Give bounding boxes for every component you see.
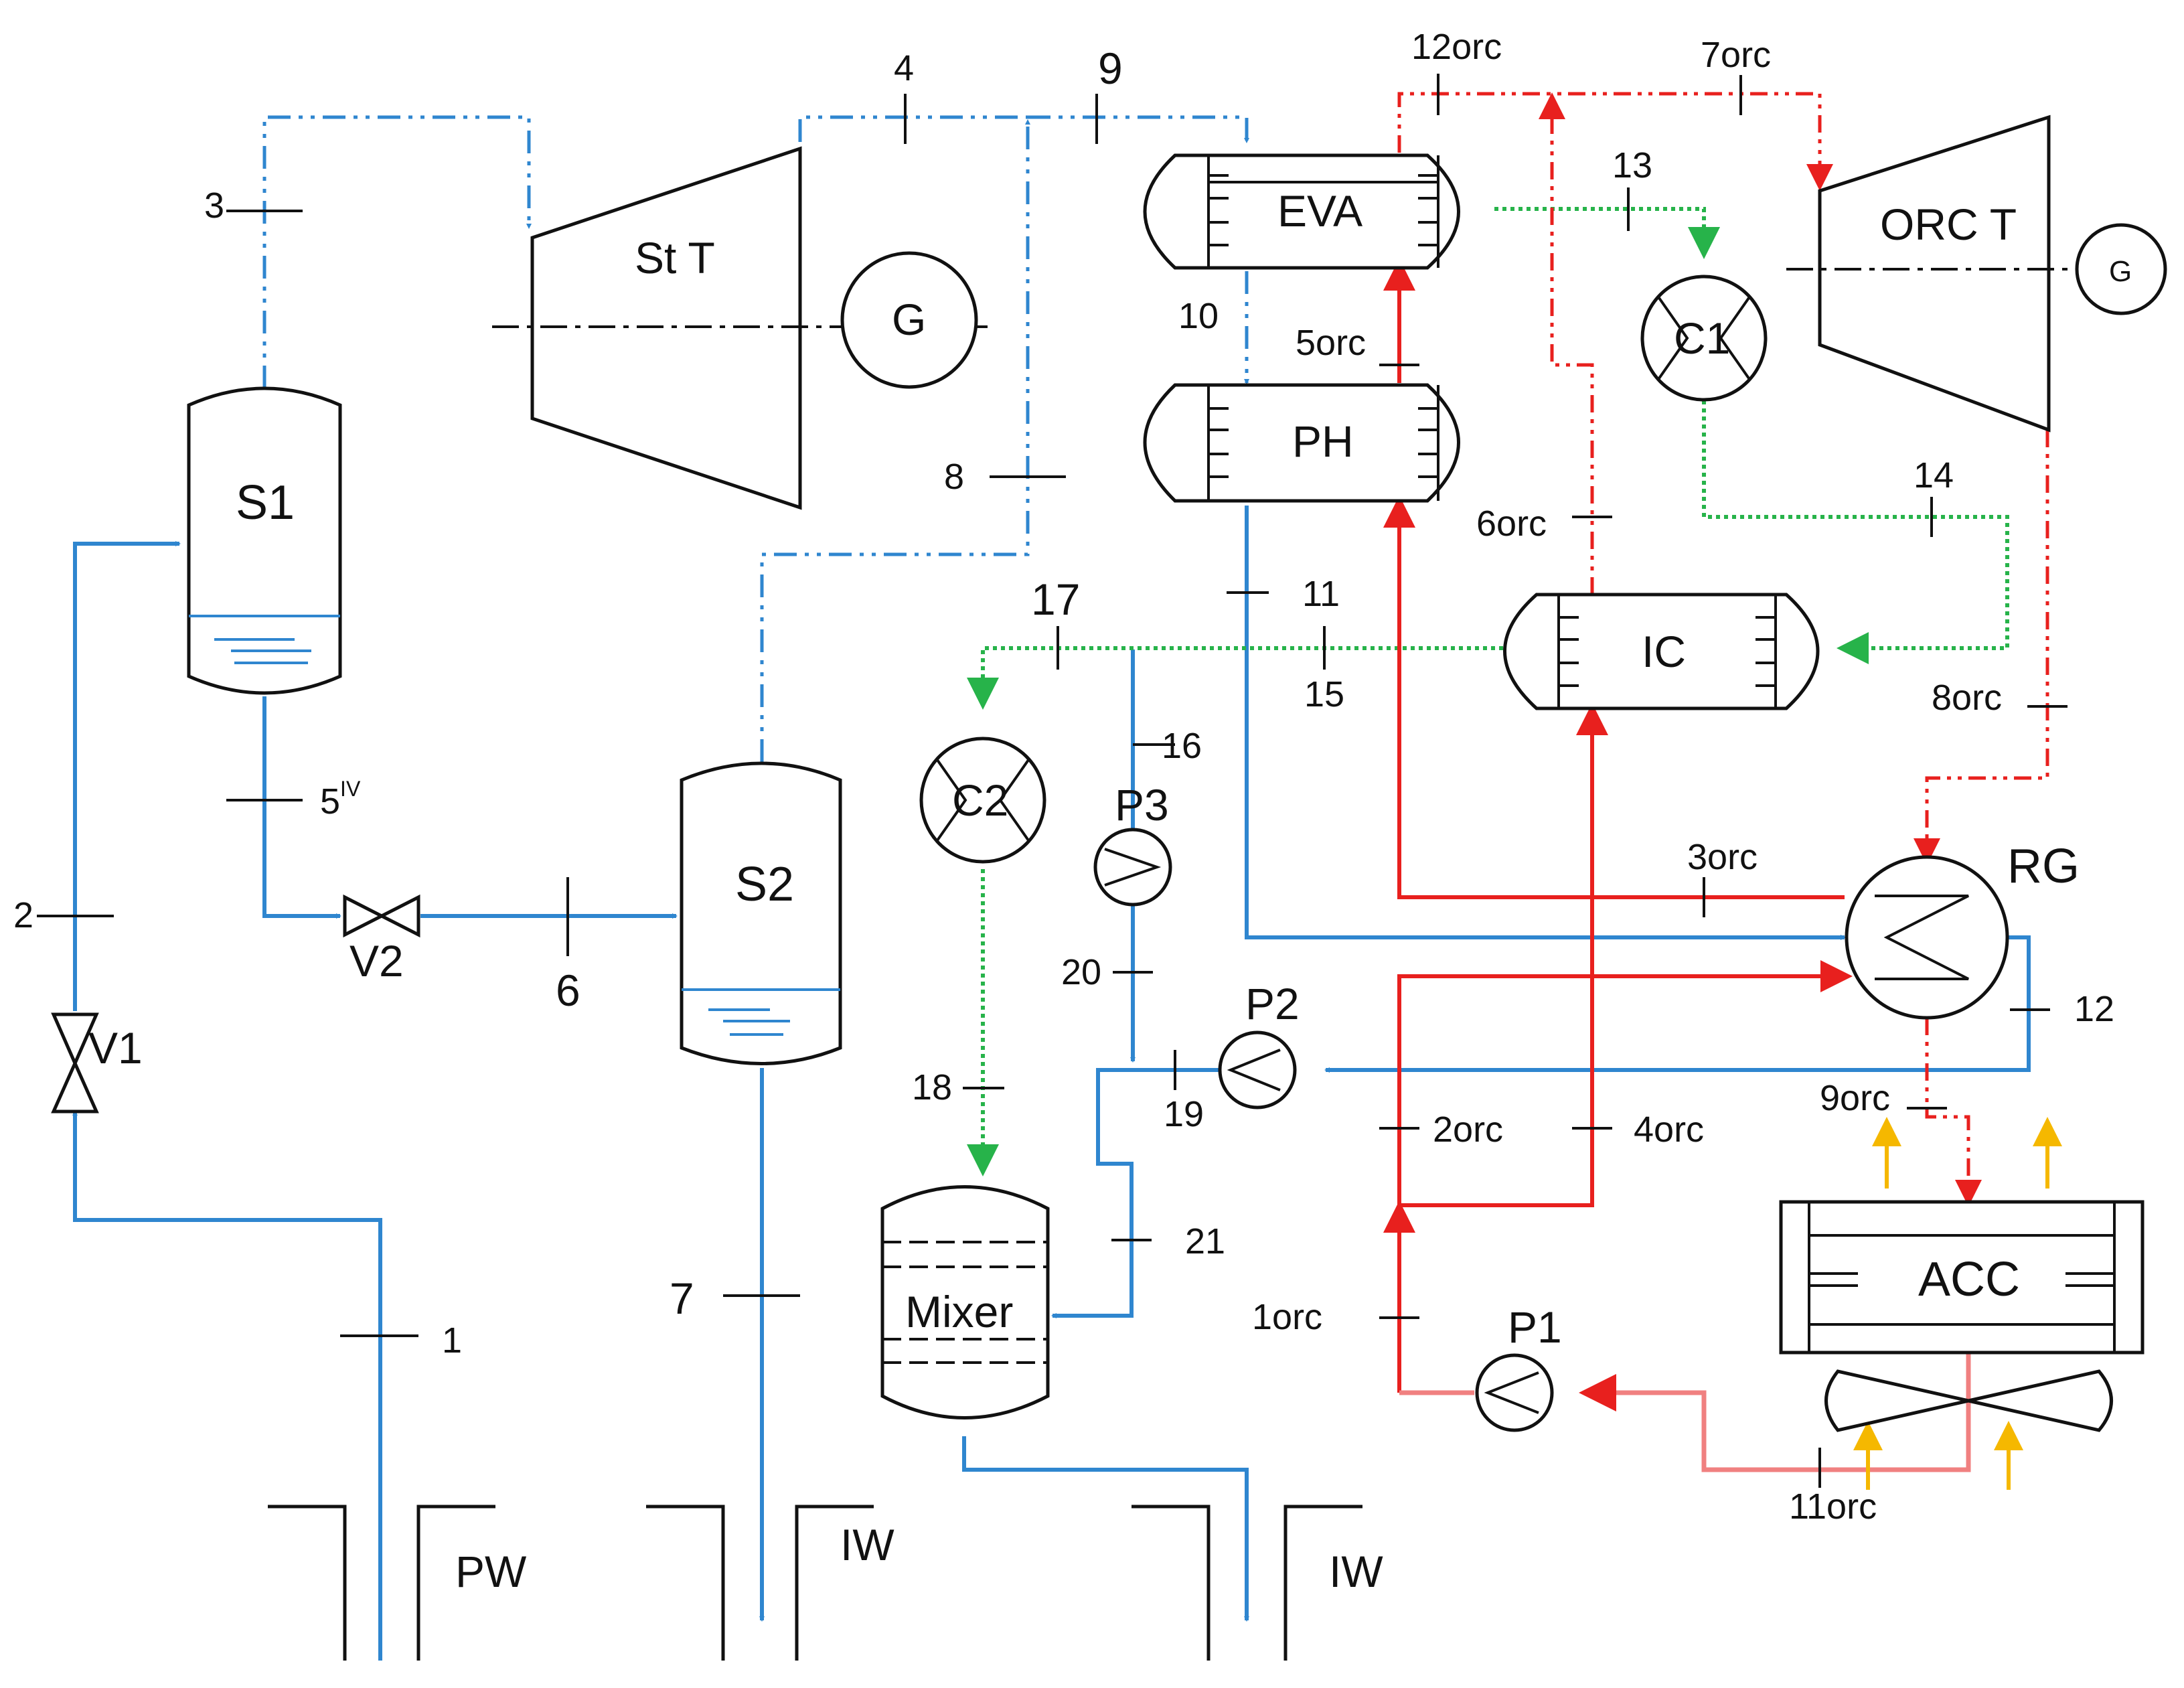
g1-label: G [892, 295, 926, 344]
acc-label: ACC [1918, 1253, 2020, 1306]
stream-12-label: 12 [2074, 989, 2114, 1029]
valve-v2[interactable]: V2 [343, 894, 420, 986]
water-lines [72, 506, 2031, 1661]
orc-turbine[interactable]: ORC T [1818, 114, 2051, 433]
stream-2-label: 2 [13, 895, 33, 935]
iw1-label: IW [840, 1520, 894, 1569]
st-turbine-label: St T [635, 233, 715, 283]
stream-8orc-label: 8orc [1932, 678, 2002, 718]
stream-7-label: 7 [670, 1274, 694, 1323]
preheater-ph[interactable]: PH [1143, 383, 1460, 503]
stream-15-label: 15 [1304, 674, 1344, 714]
iw2-label: IW [1329, 1547, 1383, 1596]
stream-5-label: 5IV [320, 777, 361, 822]
stream-8-label: 8 [944, 457, 964, 497]
p3-label: P3 [1115, 780, 1169, 830]
stream-18-label: 18 [912, 1067, 952, 1107]
acc-fan-icon [1824, 1369, 2113, 1432]
c1-label: C1 [1674, 313, 1730, 363]
mixer-label: Mixer [905, 1287, 1013, 1336]
stream-19-label: 19 [1164, 1094, 1204, 1134]
stream-ticks [37, 74, 2068, 1488]
eva-label: EVA [1277, 186, 1362, 236]
regenerator-rg[interactable]: RG [1845, 840, 2080, 1020]
steam-lines [262, 115, 1249, 762]
g2-label: G [2109, 255, 2132, 288]
evaporator-eva[interactable]: EVA [1143, 153, 1460, 270]
separator-s1[interactable]: S1 [187, 386, 342, 695]
stream-4-label: 4 [894, 48, 914, 88]
compressor-c2[interactable]: C2 [919, 737, 1046, 864]
ph-label: PH [1292, 416, 1354, 466]
mixer[interactable]: Mixer [880, 1185, 1050, 1420]
stream-21-label: 21 [1185, 1221, 1225, 1261]
orc-lines [1383, 92, 2049, 1472]
generator-1[interactable]: G [840, 251, 978, 389]
v2-label: V2 [349, 936, 404, 986]
rg-label: RG [2007, 840, 2080, 893]
stream-10-label: 10 [1178, 296, 1219, 336]
ic-label: IC [1642, 627, 1686, 676]
stream-7orc-label: 7orc [1701, 35, 1771, 75]
generator-2[interactable]: G [2075, 223, 2167, 315]
stream-9orc-label: 9orc [1820, 1078, 1890, 1118]
orc-turbine-label: ORC T [1880, 200, 2017, 249]
stream-20-label: 20 [1061, 952, 1101, 992]
pw-label: PW [455, 1547, 527, 1596]
production-well: PW [268, 1505, 527, 1661]
s2-label: S2 [735, 858, 794, 911]
steam-turbine[interactable]: St T [530, 146, 802, 510]
stream-1-label: 1 [442, 1320, 462, 1361]
p1-label: P1 [1508, 1302, 1562, 1352]
pump-p3[interactable]: P3 [1093, 780, 1172, 907]
stream-1orc-label: 1orc [1252, 1297, 1322, 1337]
stream-2orc-label: 2orc [1433, 1109, 1503, 1150]
pump-p1[interactable]: P1 [1475, 1302, 1562, 1432]
stream-6orc-label: 6orc [1476, 504, 1547, 544]
c2-label: C2 [952, 775, 1008, 825]
compressor-c1[interactable]: C1 [1640, 275, 1768, 402]
injection-well-1: IW [646, 1505, 894, 1661]
v1-label: V1 [88, 1023, 143, 1073]
stream-3-label: 3 [204, 185, 224, 226]
stream-6-label: 6 [556, 966, 580, 1015]
stream-16-label: 16 [1162, 726, 1202, 766]
injection-well-2: IW [1132, 1505, 1383, 1661]
stream-labels: 1 2 3 4 5IV 6 7 8 9 10 11 12 13 14 15 16… [13, 27, 2114, 1527]
s1-label: S1 [236, 476, 295, 530]
stream-14-label: 14 [1914, 455, 1954, 495]
valve-v1[interactable]: V1 [51, 1012, 143, 1114]
stream-11orc-label: 11orc [1789, 1486, 1877, 1527]
air-arrows [1853, 1117, 2062, 1490]
stream-9-label: 9 [1098, 44, 1123, 93]
p2-label: P2 [1245, 979, 1300, 1028]
stream-3orc-label: 3orc [1687, 837, 1758, 877]
stream-5orc-label: 5orc [1296, 323, 1366, 363]
stream-4orc-label: 4orc [1634, 1109, 1704, 1150]
stream-17-label: 17 [1031, 574, 1080, 624]
stream-12orc-label: 12orc [1411, 27, 1502, 67]
stream-11-label: 11 [1302, 574, 1340, 614]
pump-p2[interactable]: P2 [1218, 979, 1300, 1109]
air-cooled-condenser[interactable]: ACC [1779, 1200, 2144, 1355]
intercooler-ic[interactable]: IC [1503, 593, 1820, 710]
stream-13-label: 13 [1612, 145, 1652, 185]
gas-lines [967, 207, 2009, 1176]
separator-s2[interactable]: S2 [680, 761, 842, 1065]
